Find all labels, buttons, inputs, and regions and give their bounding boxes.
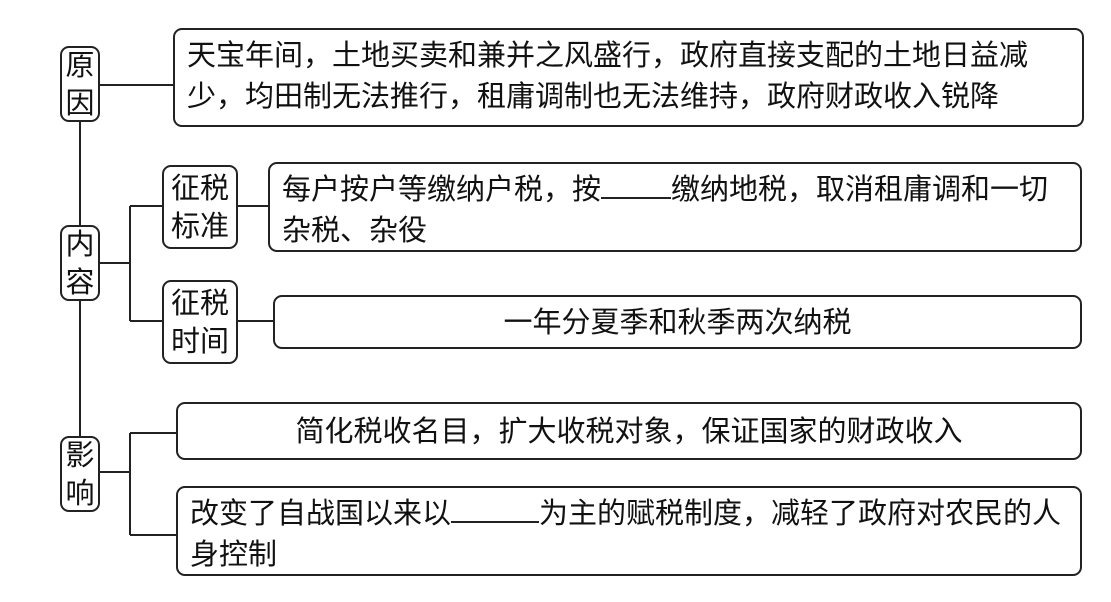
cause-text: 天宝年间，土地买卖和兼并之风盛行，政府直接支配的土地日益减少，均田制无法推行，租… [187, 38, 1029, 113]
category-cause-label: 原因 [60, 46, 100, 122]
fill-in-blank-1 [601, 177, 672, 199]
category-content-label: 内容 [60, 225, 100, 301]
tax-standard-text-after: 缴纳地税，取消租庸调和一切杂税、杂役 [282, 172, 1049, 247]
sub-category-time-label: 征税时间 [162, 280, 238, 364]
impact-2-text-after: 为主的赋税制度，减轻了政府对农民的人身控制 [190, 496, 1062, 571]
sub-category-standard-label: 征税标准 [162, 165, 238, 249]
impact-2-text-before: 改变了自战国以来以 [190, 496, 452, 530]
tax-standard-text-before: 每户按户等缴纳户税，按 [282, 172, 602, 206]
fill-in-blank-2 [451, 501, 540, 523]
tax-time-box: 一年分夏季和秋季两次纳税 [273, 295, 1082, 349]
tax-standard-box: 每户按户等缴纳户税，按缴纳地税，取消租庸调和一切杂税、杂役 [268, 162, 1082, 252]
impact-1-text: 简化税收名目，扩大收税对象，保证国家的财政收入 [295, 413, 963, 448]
tax-time-text: 一年分夏季和秋季两次纳税 [503, 304, 852, 339]
impact-2-box: 改变了自战国以来以为主的赋税制度，减轻了政府对农民的人身控制 [176, 486, 1082, 576]
impact-1-box: 简化税收名目，扩大收税对象，保证国家的财政收入 [176, 402, 1082, 460]
cause-description-box: 天宝年间，土地买卖和兼并之风盛行，政府直接支配的土地日益减少，均田制无法推行，租… [173, 28, 1084, 127]
category-impact-label: 影响 [60, 436, 100, 512]
